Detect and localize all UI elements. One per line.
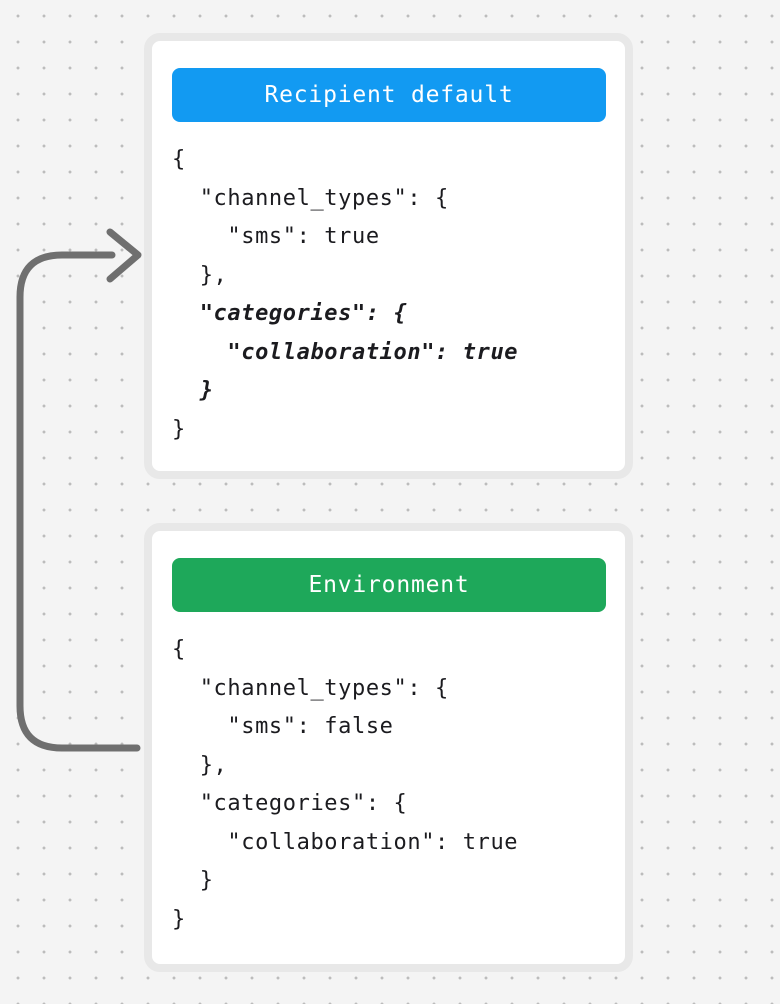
code-line: "sms": false	[172, 714, 394, 739]
code-line: "categories": {	[172, 791, 408, 816]
code-line: },	[172, 752, 228, 778]
code-line: "channel_types": {	[172, 185, 449, 211]
environment-json-block: { "channel_types": { "sms": false }, "ca…	[172, 631, 609, 939]
code-line: "categories": {	[172, 301, 408, 326]
recipient-default-title-badge: Recipient default	[172, 68, 606, 122]
code-line: },	[172, 262, 228, 288]
recipient-default-json-block: { "channel_types": { "sms": true }, "cat…	[172, 141, 609, 449]
code-line: {	[172, 147, 186, 172]
code-line: "sms": true	[172, 224, 380, 249]
merge-flow-arrow	[16, 228, 142, 752]
recipient-default-card: Recipient default { "channel_types": { "…	[144, 33, 633, 479]
code-line: }	[172, 378, 214, 403]
card-title: Environment	[308, 572, 470, 598]
code-line: "channel_types": {	[172, 675, 449, 701]
code-line: "collaboration": true	[172, 829, 519, 855]
code-line: }	[172, 868, 214, 893]
code-line: }	[172, 906, 186, 932]
card-title: Recipient default	[264, 82, 514, 108]
environment-card: Environment { "channel_types": { "sms": …	[144, 523, 633, 972]
arrow-line	[16, 251, 141, 752]
code-line: "collaboration": true	[172, 339, 519, 365]
environment-title-badge: Environment	[172, 558, 606, 612]
code-line: }	[172, 416, 186, 442]
code-line: {	[172, 637, 186, 662]
arrow-head-icon	[106, 228, 142, 283]
